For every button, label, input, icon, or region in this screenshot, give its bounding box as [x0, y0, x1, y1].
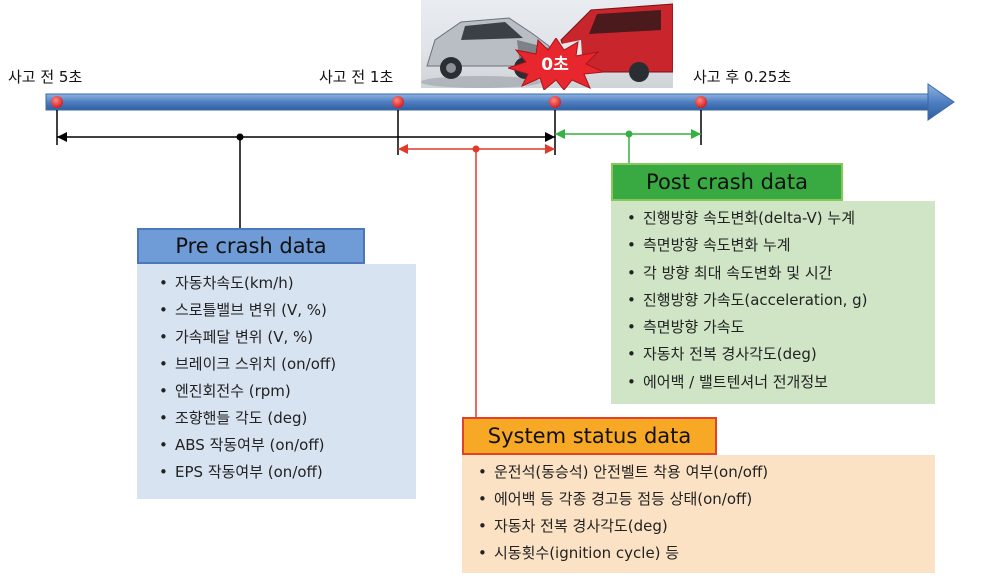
list-item: 진행방향 속도변화(delta-V) 누계	[621, 205, 935, 233]
list-item: 엔진회전수 (rpm)	[153, 378, 416, 405]
marker-t-zero	[549, 96, 561, 108]
system-status-panel: 운전석(동승석) 안전벨트 착용 여부(on/off) 에어백 등 각종 경고등…	[462, 455, 935, 573]
list-item: 진행방향 가속도(acceleration, g)	[621, 287, 935, 315]
marker-t-plus-025	[695, 96, 707, 108]
list-item: 가속페달 변위 (V, %)	[153, 324, 416, 351]
list-item: ABS 작동여부 (on/off)	[153, 432, 416, 459]
list-item: 브레이크 스위치 (on/off)	[153, 351, 416, 378]
list-item: 운전석(동승석) 안전벨트 착용 여부(on/off)	[472, 459, 935, 486]
pre-crash-panel: 자동차속도(km/h) 스로틀밸브 변위 (V, %) 가속페달 변위 (V, …	[137, 264, 416, 499]
list-item: 스로틀밸브 변위 (V, %)	[153, 297, 416, 324]
list-item: 조향핸들 각도 (deg)	[153, 405, 416, 432]
list-item: 에어백 등 각종 경고등 점등 상태(on/off)	[472, 486, 935, 513]
list-item: 자동차 전복 경사각도(deg)	[621, 341, 935, 369]
list-item: 자동차속도(km/h)	[153, 270, 416, 297]
timeline-arrow	[45, 83, 955, 121]
list-item: EPS 작동여부 (on/off)	[153, 459, 416, 486]
impact-burst-icon	[508, 38, 604, 90]
list-item: 측면방향 속도변화 누계	[621, 232, 935, 260]
list-item: 측면방향 가속도	[621, 314, 935, 342]
post-crash-title-text: Post crash data	[646, 170, 808, 194]
post-crash-title: Post crash data	[611, 163, 843, 201]
marker-t-minus-5	[51, 96, 63, 108]
list-item: 자동차 전복 경사각도(deg)	[472, 513, 935, 540]
post-crash-bracket	[555, 129, 701, 165]
t-minus-1-label: 사고 전 1초	[319, 68, 394, 86]
t-plus-025-label: 사고 후 0.25초	[693, 68, 792, 86]
pre-crash-bracket	[57, 132, 555, 230]
post-crash-panel: 진행방향 속도변화(delta-V) 누계 측면방향 속도변화 누계 각 방향 …	[611, 201, 935, 404]
marker-t-minus-1	[392, 96, 404, 108]
list-item: 에어백 / 밸트텐셔너 전개정보	[621, 369, 935, 397]
t-minus-5-label: 사고 전 5초	[8, 68, 83, 86]
list-item: 각 방향 최대 속도변화 및 시간	[621, 260, 935, 288]
system-status-bracket	[398, 144, 555, 419]
pre-crash-title: Pre crash data	[137, 228, 365, 264]
list-item: 시동횟수(ignition cycle) 등	[472, 540, 935, 567]
system-status-title-text: System status data	[487, 424, 692, 448]
system-status-title: System status data	[462, 417, 717, 455]
t-zero-label: 0초	[541, 55, 569, 75]
pre-crash-title-text: Pre crash data	[175, 234, 327, 258]
